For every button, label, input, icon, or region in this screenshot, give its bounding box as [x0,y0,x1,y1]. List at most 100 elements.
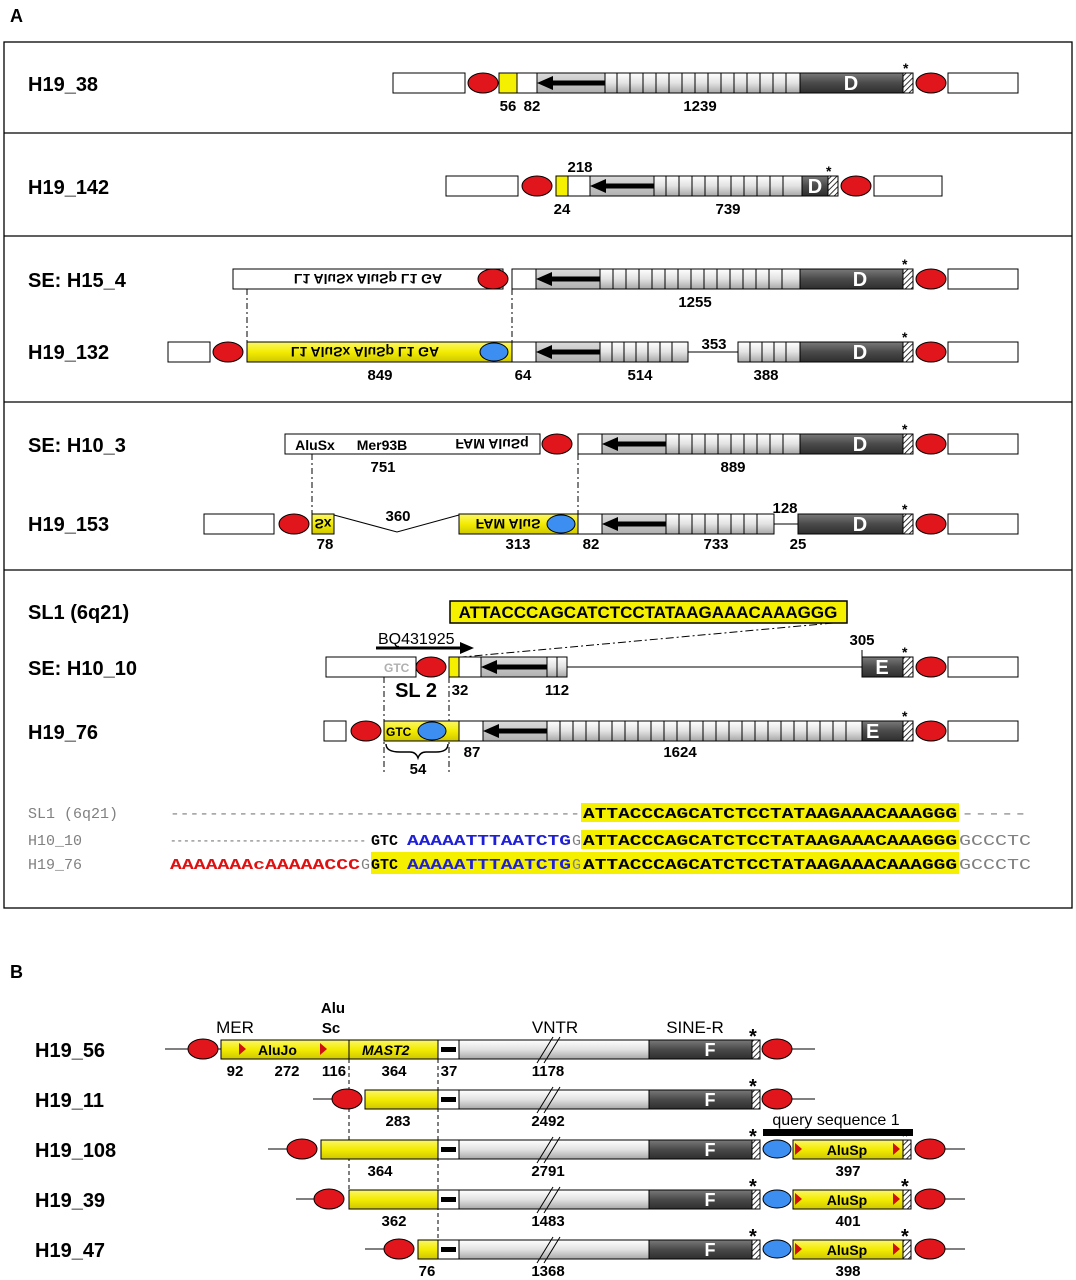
bq-accession: BQ431925 [378,631,455,648]
len-label: 1239 [683,98,716,115]
vntr-block [604,72,801,94]
row-label: H19_132 [28,342,109,364]
tsd-left [212,341,244,363]
len-label: 2492 [531,1113,564,1130]
len-label: 1255 [678,294,711,311]
arrow-head-icon [602,437,618,451]
len-label: 56 [500,98,517,115]
row-label: SL1 (6q21) [28,602,129,624]
b-row-h19-39: H19_39 F * AluSp * 362 1483 401 [35,1176,965,1230]
white-block [458,720,484,742]
len-label: 360 [385,508,410,525]
star-icon: * [902,708,908,724]
polya-block [902,268,914,290]
tsd-left [521,175,553,197]
len-label: 514 [627,367,653,384]
arrow-head-icon [795,1143,802,1155]
blue-tsd [762,1139,792,1159]
len-label: 364 [367,1163,393,1180]
deletion-line [333,514,460,533]
len-label: 362 [381,1213,406,1230]
flank-right [947,513,1019,535]
vntr-block [546,720,863,742]
white-block [511,268,537,290]
vntr-block [458,1089,650,1110]
sl2-label: SL 2 [395,680,437,702]
flank-right [947,433,1019,455]
repeat-names-flipped: L1 AluSx AluSp L1 GA [294,271,442,287]
star-icon: * [749,1126,757,1148]
black-bar [441,1197,456,1202]
len-label: 1624 [663,744,697,761]
flank-right [947,268,1019,290]
tsd-right [915,433,947,455]
len-label: 313 [505,536,530,553]
seq-g: G [572,857,581,874]
flank-right [947,72,1019,94]
domain-d: D [853,269,867,291]
len-label: 272 [274,1063,299,1080]
arrow-head-icon [795,1193,802,1205]
row-label: H19_56 [35,1040,105,1062]
tsd-left [541,433,573,455]
header-mer: MER [216,1018,254,1037]
row-h19-132: H19_132 L1 AluSx AluSp L1 GA D * 849 64 … [28,329,1019,384]
flank-right [947,341,1019,363]
white-block [577,433,603,455]
alusp-label: AluSp [827,1242,867,1258]
tsd-right [840,175,872,197]
row-h19-76: H19_76 GTC E * 87 1624 54 [28,708,1019,778]
len-label: 1178 [532,1063,565,1080]
len-label: 87 [464,744,481,761]
tsd-left [286,1138,318,1160]
tsd-right [915,341,947,363]
domain-d: D [853,514,867,536]
len-label: 401 [835,1213,860,1230]
row-se-h15-4: SE: H15_4 L1 AluSx AluSp L1 GA D * 1255 [28,256,1019,342]
row-label: SE: H10_10 [28,658,137,680]
header-vntr: VNTR [532,1018,578,1037]
polya-block [902,1189,912,1210]
tsd-right [915,720,947,742]
len-label: 398 [835,1263,860,1280]
len-label: 24 [554,201,571,218]
len-label: 397 [835,1163,860,1180]
sine-r-block [799,341,904,363]
highlight [371,852,959,874]
len-label: 388 [753,367,778,384]
tsd-right [915,656,947,678]
tsd-left [313,1188,345,1210]
b-row-h19-108: H19_108 F * AluSp * 364 2791 397 [35,1126,965,1180]
insert-block [284,433,541,455]
polya-block [827,175,839,197]
tsd-right [915,72,947,94]
len-label: 283 [385,1113,410,1130]
arrow-head-icon [239,1043,246,1055]
arrow-head-icon [590,179,606,193]
insert-block [320,1139,439,1160]
domain-f: F [705,1040,716,1060]
tsd-right [915,513,947,535]
len-label: 116 [322,1063,346,1080]
polya-block [751,1239,761,1260]
len-label: 1368 [531,1263,564,1280]
blue-tsd [479,342,509,362]
header-sc: Sc [322,1020,340,1037]
blue-tsd [762,1239,792,1259]
tsd-left [467,72,499,94]
align-name: H10_10 [28,833,82,850]
len-label: 82 [524,98,541,115]
seq-yellow: ATTACCCAGCATCTCCTATAAGAAACAAAGGG [583,806,957,823]
sl1-sequence: ATTACCCAGCATCTCCTATAAGAAACAAAGGG [459,603,838,622]
sine-r-block [648,1039,753,1060]
mast2-label: MAST2 [362,1042,410,1058]
arrow-head-icon [893,1193,900,1205]
tsd-right [914,1238,946,1260]
len-label: 32 [452,682,469,699]
flank-right [947,720,1019,742]
flank-right [947,656,1019,678]
star-icon: * [901,1226,909,1248]
seq-gtc: GTC [371,833,398,850]
gap-run: ----- [961,806,1027,823]
